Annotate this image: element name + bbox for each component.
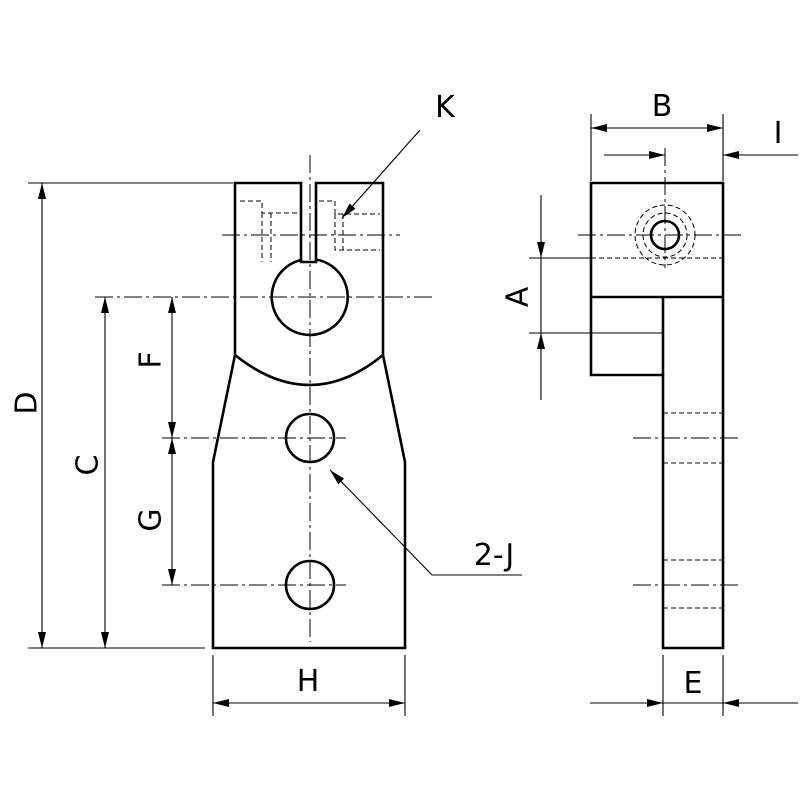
side-dimensions: B I A E [501, 89, 798, 716]
label-2j: 2-J [474, 538, 514, 573]
label-g: G [134, 508, 169, 531]
side-body [589, 181, 725, 650]
label-d: D [10, 391, 45, 414]
label-i: I [774, 116, 783, 151]
front-dimensions: D C F G H K 2-J [10, 90, 522, 716]
label-h: H [297, 664, 320, 699]
hidden-tap-right [319, 200, 380, 251]
label-e: E [684, 666, 703, 701]
label-f: F [134, 351, 169, 368]
side-view [578, 148, 742, 650]
hidden-tap-left [240, 200, 299, 262]
label-a: A [501, 286, 536, 307]
front-body [211, 181, 407, 650]
front-view [95, 155, 436, 650]
leader-k [341, 129, 421, 219]
label-b: B [652, 89, 673, 124]
leader-j [329, 469, 433, 576]
label-c: C [71, 455, 106, 476]
clamp-bore [270, 258, 349, 337]
label-k: K [435, 90, 456, 125]
front-waist-arc [234, 353, 384, 387]
